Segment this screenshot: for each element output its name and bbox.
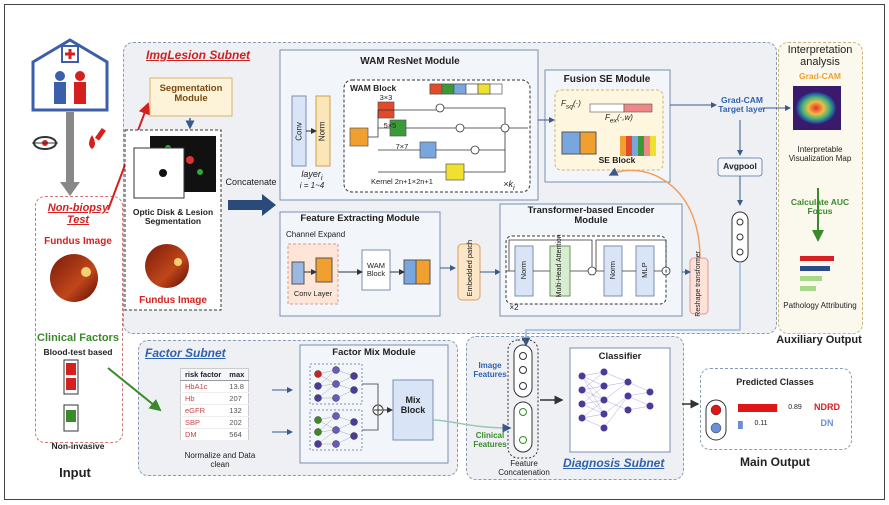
blood-drop-icon [89, 127, 106, 149]
conv-layer-label: Conv Layer [293, 289, 333, 298]
kernel-n: Kernel 2n+1×2n+1 [371, 177, 433, 186]
input-caption: Input [59, 465, 91, 480]
predicted-bars [738, 404, 778, 429]
fundus-thumbnail [50, 254, 98, 302]
prob-dn-value: 0.11 [754, 420, 768, 427]
main-output-label: Main Output [740, 455, 810, 469]
wam-times: ×ki [503, 179, 515, 192]
pathology-label: Pathology Attributing [783, 301, 857, 310]
embedded-patch-label: Embedded patch [464, 239, 474, 297]
avgpool-label: Avgpool [723, 161, 757, 171]
interpretable-map-label: Interpretable Visualization Map [788, 145, 852, 163]
predicted-panel [700, 368, 852, 450]
fusion-fsq: Fsq(·) [561, 99, 581, 111]
class-dn-label: DN [820, 418, 834, 428]
feature-concat-label: Feature Concatenation [498, 459, 550, 477]
se-block-label: SE Block [598, 155, 636, 165]
predicted-title: Predicted Classes [736, 377, 814, 387]
interpretation-title: Interpretation analysis [787, 44, 853, 69]
wam-block-label: WAM Block [366, 261, 386, 279]
kernel-7: 7×7 [395, 142, 409, 151]
auxiliary-output-label: Auxiliary Output [776, 334, 862, 346]
fusion-fex: Fex(·,w) [605, 113, 633, 125]
fusion-title: Fusion SE Module [563, 74, 651, 85]
class-ndrd-label: NDRD [814, 402, 840, 412]
wam-layer: layeri [301, 169, 323, 182]
gradcam-label: Grad-CAM [798, 71, 842, 81]
max-col-header: max [225, 368, 249, 381]
non-invasive-label: Non-invasive [51, 441, 105, 451]
feature-extract-title: Feature Extracting Module [300, 213, 420, 224]
concatenate-arrow [228, 194, 276, 216]
seg-fundus-label: Fundus Image [139, 295, 207, 306]
transformer-norm1: Norm [518, 260, 528, 280]
input-arrow-shaft [66, 112, 74, 182]
factor-mix-title: Factor Mix Module [332, 347, 416, 358]
clinical-features-label: Clinical Features [473, 431, 507, 449]
normalize-label: Normalize and Data clean [184, 451, 256, 469]
transformer-norm2: Norm [607, 260, 617, 280]
prob-bar-ndrd [738, 404, 778, 412]
blood-test-label: Blood-test based [43, 347, 113, 357]
mix-block-label: Mix Block [400, 395, 426, 415]
input-arrow-head [60, 182, 80, 196]
prob-bar-dn [738, 421, 743, 429]
classifier-label: Classifier [598, 351, 642, 362]
auc-label: Calculate AUC Focus [790, 197, 850, 217]
input-fundus-label: Fundus Image [44, 236, 112, 247]
input-panel [35, 196, 123, 443]
transformer-x2: ×2 [509, 303, 519, 312]
wam-block-title: WAM Block [350, 83, 397, 93]
wam-norm: Norm [317, 121, 327, 142]
prob-ndrd-value: 0.89 [788, 404, 802, 411]
kernel-3: 3×3 [379, 93, 393, 102]
transformer-mha: Multi-Head Attention [556, 234, 564, 298]
reshape-label: Reshape transformer [695, 250, 703, 317]
image-features-label: Image Features [473, 361, 507, 379]
kernel-5: 5×5 [383, 121, 397, 130]
diagnosis-subnet-title: Diagnosis Subnet [563, 456, 665, 470]
eye-icon [32, 136, 58, 150]
wam-conv: Conv [294, 122, 304, 141]
transformer-mlp: MLP [639, 262, 649, 278]
factor-subnet-title: Factor Subnet [145, 346, 226, 360]
outer-frame [4, 4, 885, 500]
wam-layer-range: i = 1~4 [299, 181, 325, 190]
wam-title: WAM ResNet Module [360, 56, 460, 67]
imglesion-title: ImgLesion Subnet [146, 48, 251, 62]
clinical-factors-label: Clinical Factors [37, 332, 119, 344]
factor-col-header: risk factor [180, 368, 226, 381]
hospital-icon [31, 38, 109, 112]
channel-expand-label: Channel Expand [286, 230, 346, 239]
gradcam-target-label: Grad-CAM Target layer [718, 95, 766, 115]
optic-disk-label: Optic Disk & Lesion Segmentation [132, 207, 214, 227]
non-biopsy-label: Non-biopsy Test [47, 202, 109, 227]
transformer-title: Transformer-based Encoder Module [527, 205, 655, 227]
concatenate-label: Concatenate [225, 177, 277, 187]
segmentation-module-label: Segmentation Module [159, 83, 223, 105]
